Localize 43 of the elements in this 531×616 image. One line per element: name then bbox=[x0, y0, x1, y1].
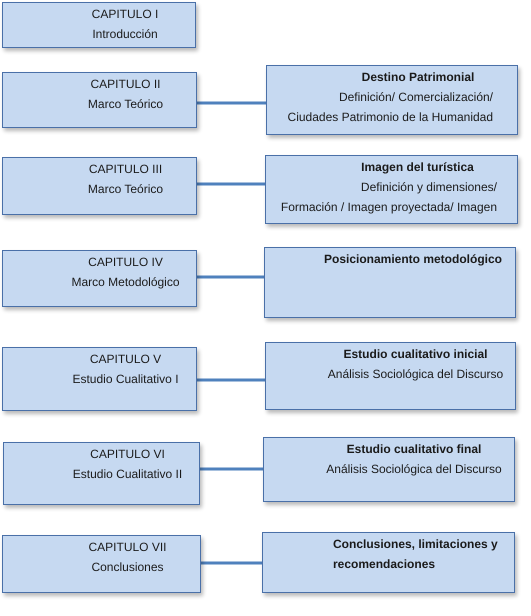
box-text: Análisis Sociológica del Discurso bbox=[325, 461, 503, 478]
box-text: CAPITULO III bbox=[88, 161, 164, 178]
box-text: Marco Teórico bbox=[86, 181, 164, 198]
box-text: CAPITULO I bbox=[90, 6, 160, 23]
box-text: CAPITULO IV bbox=[87, 254, 164, 271]
process-box bbox=[2, 535, 201, 593]
process-box bbox=[263, 437, 515, 502]
box-text: Definición y dimensiones/ Formación / Imagen proyectada/ Imagen bbox=[280, 179, 498, 216]
process-box bbox=[2, 72, 197, 128]
process-box bbox=[3, 442, 200, 505]
process-box bbox=[265, 342, 516, 410]
box-text: CAPITULO V bbox=[88, 351, 162, 368]
connector-line bbox=[197, 276, 264, 278]
process-box bbox=[2, 347, 197, 411]
box-text: CAPITULO II bbox=[89, 76, 162, 93]
box-text: Estudio Cualitativo I bbox=[71, 371, 180, 388]
process-box bbox=[264, 247, 516, 318]
box-heading: Conclusiones, limitaciones y recomendaciones bbox=[332, 536, 499, 573]
connector-line bbox=[201, 562, 262, 564]
process-box bbox=[2, 250, 197, 307]
box-text: Definición/ Comercialización/ Ciudades Patrimonio de la Humanidad bbox=[286, 89, 494, 126]
process-box bbox=[2, 157, 197, 215]
box-heading: Imagen del turística bbox=[360, 159, 475, 176]
process-box bbox=[266, 65, 518, 135]
connector-line bbox=[197, 378, 265, 382]
connector-line bbox=[200, 468, 263, 470]
box-text: CAPITULO VI bbox=[89, 446, 166, 463]
box-heading: Estudio cualitativo inicial bbox=[342, 346, 489, 363]
box-text: Conclusiones bbox=[90, 559, 165, 576]
process-box bbox=[262, 532, 515, 593]
box-text: Estudio Cualitativo II bbox=[72, 466, 184, 483]
box-heading: Destino Patrimonial bbox=[360, 69, 476, 86]
box-text: Análisis Sociológica del Discurso bbox=[326, 366, 504, 383]
box-heading: Posicionamiento metodológico bbox=[322, 251, 503, 268]
box-text: CAPITULO VII bbox=[87, 539, 168, 556]
box-text: Marco Metodológico bbox=[70, 274, 181, 291]
box-text: Introducción bbox=[91, 26, 159, 43]
box-text: Marco Teórico bbox=[86, 96, 164, 113]
process-box bbox=[265, 155, 518, 224]
box-heading: Estudio cualitativo final bbox=[346, 441, 482, 458]
process-box bbox=[2, 2, 196, 48]
connector-line bbox=[197, 102, 266, 104]
connector-line bbox=[197, 182, 265, 186]
